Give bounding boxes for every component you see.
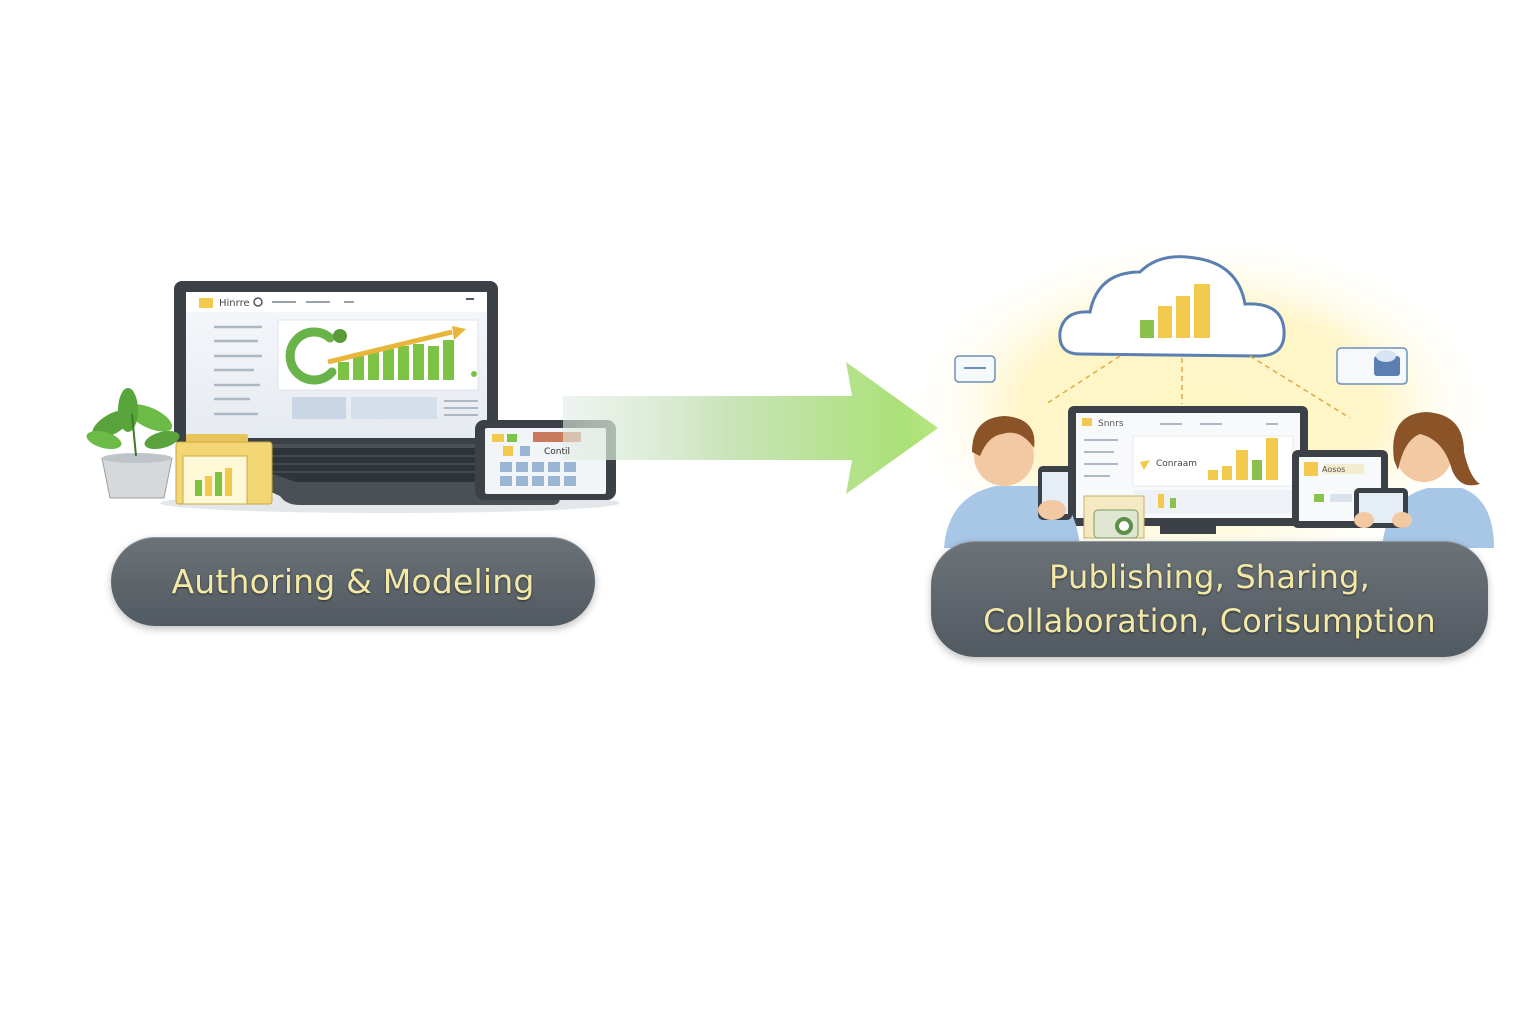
publishing-label-pill: Publishing, Sharing, Collaboration, Cori… bbox=[931, 541, 1488, 657]
authoring-label: Authoring & Modeling bbox=[171, 562, 535, 601]
flow-arrow bbox=[563, 362, 938, 494]
cloud-icon bbox=[1058, 255, 1286, 358]
publishing-label-line2: Collaboration, Corisumption bbox=[983, 602, 1436, 640]
publishing-scene bbox=[900, 235, 1500, 585]
authoring-label-pill: Authoring & Modeling bbox=[111, 537, 595, 626]
app-logo-icon bbox=[199, 298, 213, 308]
small-monitor-text: Aosos bbox=[1322, 465, 1345, 474]
potted-plant-icon bbox=[86, 388, 180, 499]
publishing-label-line1: Publishing, Sharing, bbox=[1049, 558, 1370, 596]
authoring-scene bbox=[86, 281, 620, 513]
person-left bbox=[944, 416, 1080, 548]
laptop-header-text: Hinrre bbox=[219, 298, 250, 309]
person-right bbox=[1354, 412, 1494, 548]
monitor-header-text: Snnrs bbox=[1098, 419, 1124, 429]
monitor-subtext: Conraam bbox=[1156, 459, 1197, 469]
tablet-title-text: Contil bbox=[544, 447, 570, 457]
growth-arc-icon bbox=[285, 327, 337, 385]
